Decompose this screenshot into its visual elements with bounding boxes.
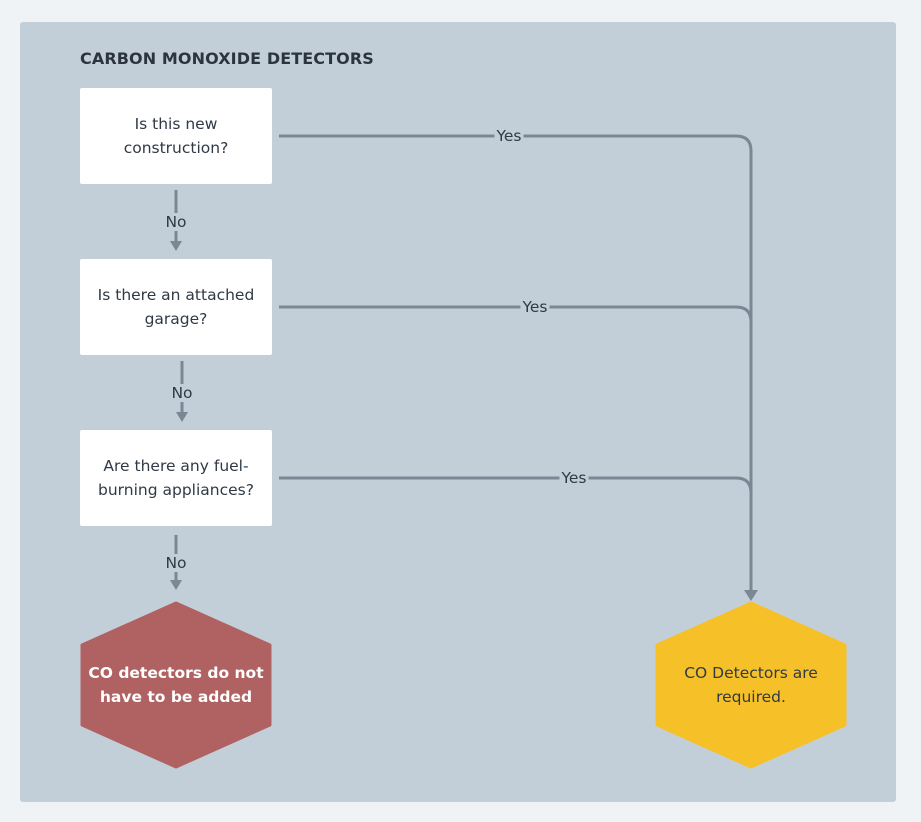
edge-label-no: No — [169, 384, 195, 402]
question-box-attached-garage: Is there an attached garage? — [80, 259, 272, 355]
arrowhead-no-1 — [170, 241, 182, 251]
arrowhead-no-2 — [176, 412, 188, 422]
edge-label-no: No — [163, 554, 189, 572]
outcome-text-line: required. — [716, 688, 786, 706]
edge-label-no: No — [163, 213, 189, 231]
outcome-hexagon-shape — [80, 601, 272, 769]
edge-label-yes: Yes — [559, 469, 589, 487]
outcome-not-required: CO detectors do not have to be added — [80, 601, 272, 769]
arrowhead-yes — [744, 590, 758, 601]
yes-connector-3 — [279, 476, 753, 494]
diagram-title: CARBON MONOXIDE DETECTORS — [80, 49, 374, 68]
question-text-line: construction? — [123, 139, 229, 157]
question-text-line: garage? — [144, 310, 208, 328]
question-text-line: Is this new — [134, 115, 218, 133]
question-text-line: burning appliances? — [98, 481, 254, 499]
question-text-line: Is there an attached — [97, 286, 255, 304]
question-box-fuel-burning: Are there any fuel-burning appliances? — [80, 430, 272, 526]
question-text-line: Are there any fuel- — [103, 457, 249, 475]
yes-connector-1 — [279, 134, 753, 592]
edge-label-yes: Yes — [520, 298, 550, 316]
question-box-new-construction: Is this new construction? — [80, 88, 272, 184]
yes-connector-2 — [279, 305, 753, 323]
outcome-required: CO Detectors are required. — [655, 601, 847, 769]
edge-label-yes: Yes — [494, 127, 524, 145]
outcome-text-line: CO detectors do not — [88, 664, 264, 682]
outcome-text-line: CO Detectors are — [684, 664, 818, 682]
arrowhead-no-3 — [170, 580, 182, 590]
outcome-hexagon-shape — [655, 601, 847, 769]
outcome-text-line: have to be added — [99, 688, 253, 706]
